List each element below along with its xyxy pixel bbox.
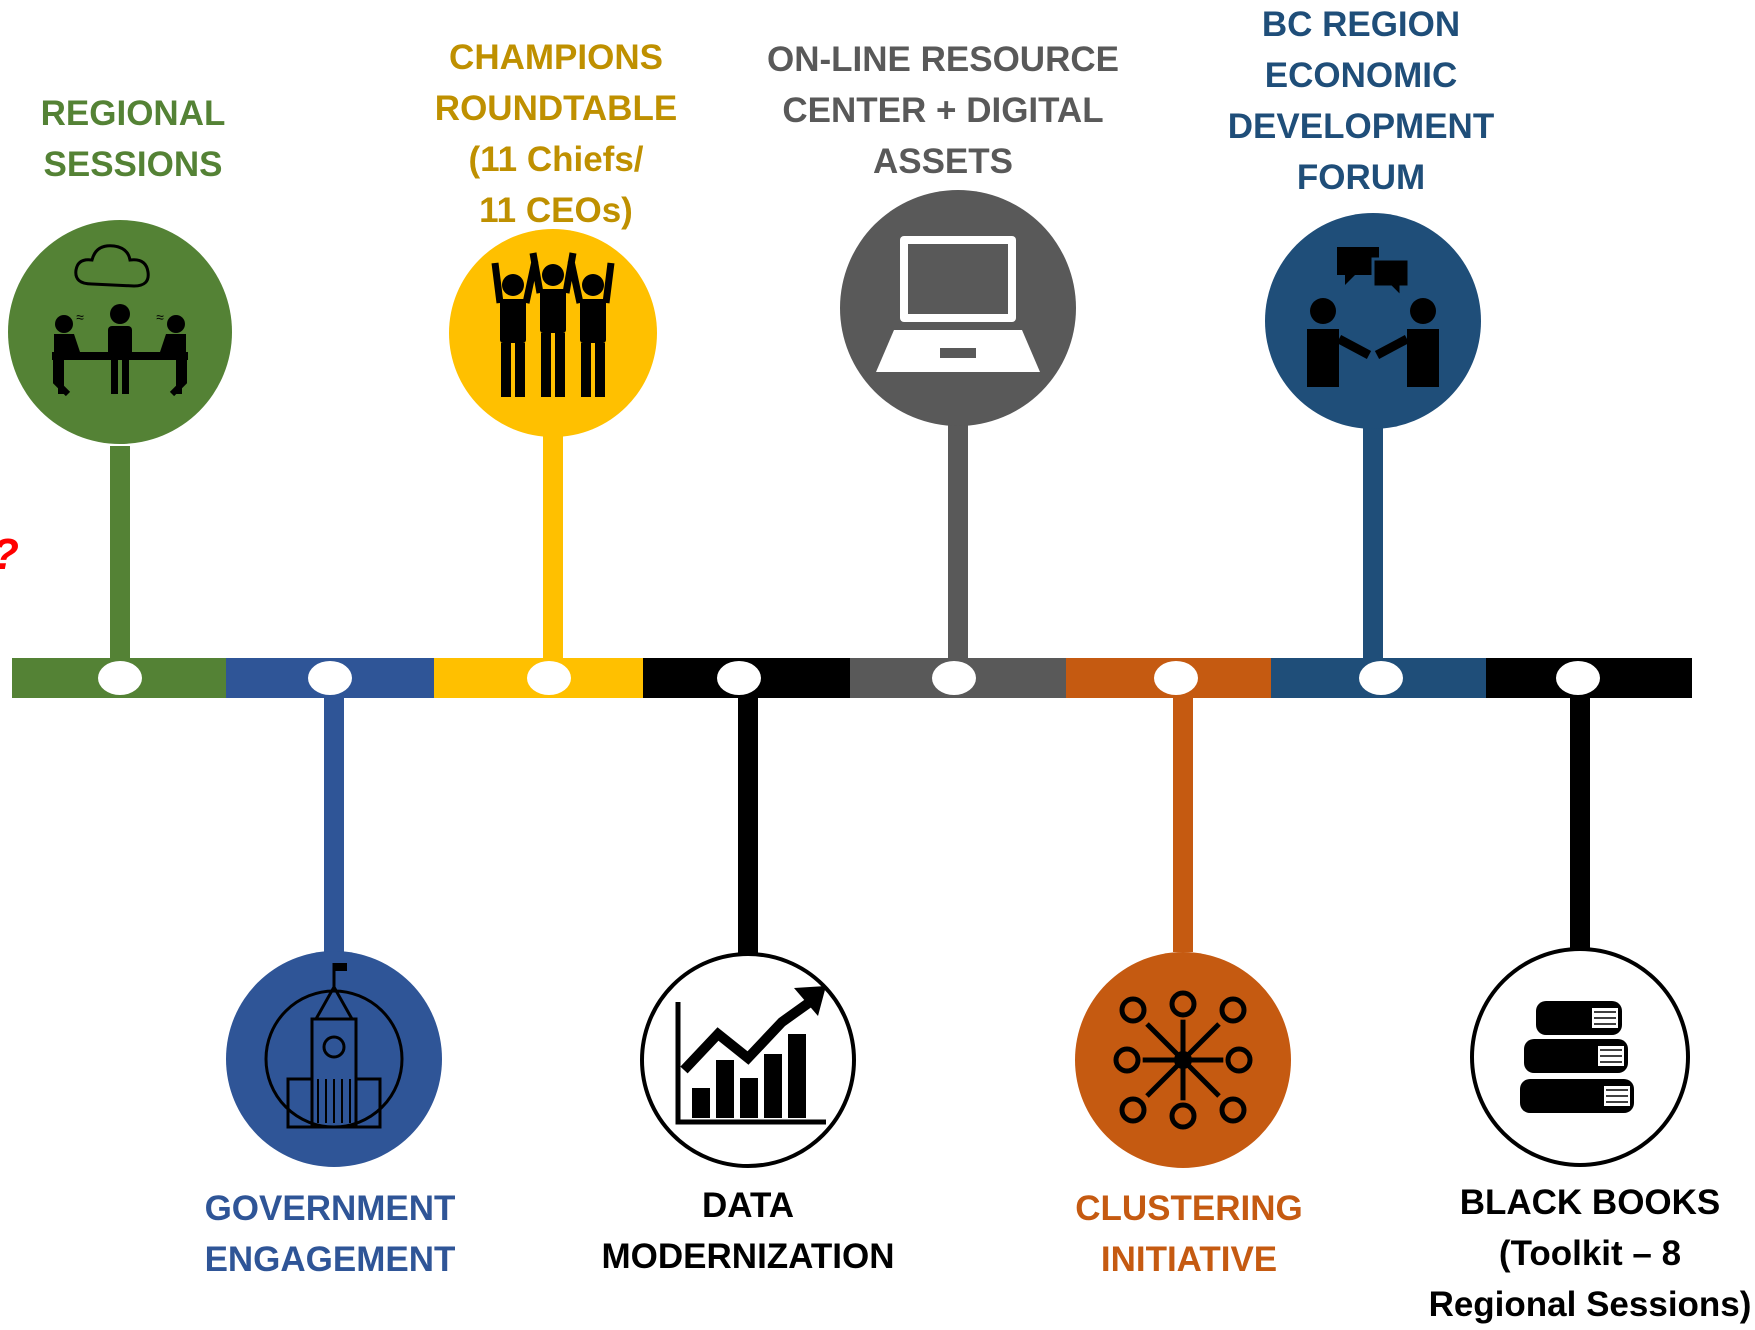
clustering-initiative-label: CLUSTERING INITIATIVE: [1075, 1189, 1303, 1279]
timeline-node-3: [527, 661, 571, 695]
network-icon: [1113, 990, 1253, 1130]
timeline-node-6: [1154, 661, 1198, 695]
government-engagement-label: GOVERNMENT ENGAGEMENT: [204, 1189, 456, 1279]
timeline-node-4: [717, 661, 761, 695]
regional-sessions-label: REGIONAL SESSIONS: [40, 94, 226, 184]
books-icon: [1520, 1001, 1634, 1113]
timeline-node-8: [1556, 661, 1600, 695]
svg-text:≈: ≈: [76, 309, 84, 325]
champions-roundtable-label: CHAMPIONS ROUNDTABLE (11 Chiefs/ 11 CEOs…: [434, 38, 678, 230]
government-engagement-connector: [324, 698, 344, 952]
online-resource-center-connector: [948, 425, 968, 660]
discussion-icon: [1307, 247, 1439, 387]
red-question-mark: ?: [0, 530, 19, 580]
timeline-node-5: [932, 661, 976, 695]
regional-sessions-connector: [110, 446, 130, 660]
timeline-node-2: [308, 661, 352, 695]
champions-roundtable-connector: [543, 436, 563, 660]
black-books-label: BLACK BOOKS (Toolkit – 8 Regional Sessio…: [1428, 1183, 1752, 1324]
bc-region-forum-label: BC REGION ECONOMIC DEVELOPMENT FORUM: [1227, 5, 1495, 197]
parliament-icon: [264, 963, 404, 1129]
government-engagement-circle: [226, 951, 442, 1167]
black-books-connector: [1570, 698, 1590, 949]
laptop-icon: [876, 236, 1040, 372]
clustering-initiative-connector: [1173, 698, 1193, 952]
bc-region-forum-circle: [1265, 213, 1481, 429]
meeting-icon: ≈≈: [52, 244, 188, 397]
data-modernization-label: DATA MODERNIZATION: [601, 1186, 895, 1276]
growth-chart-icon: [675, 986, 826, 1125]
timeline-node-7: [1359, 661, 1403, 695]
bc-region-forum-connector: [1363, 428, 1383, 660]
online-resource-center-label: ON-LINE RESOURCE CENTER + DIGITAL ASSETS: [767, 40, 1119, 181]
svg-text:≈: ≈: [156, 309, 164, 325]
data-modernization-connector: [738, 698, 758, 955]
champions-icon: [491, 252, 615, 397]
timeline-node-1: [98, 661, 142, 695]
